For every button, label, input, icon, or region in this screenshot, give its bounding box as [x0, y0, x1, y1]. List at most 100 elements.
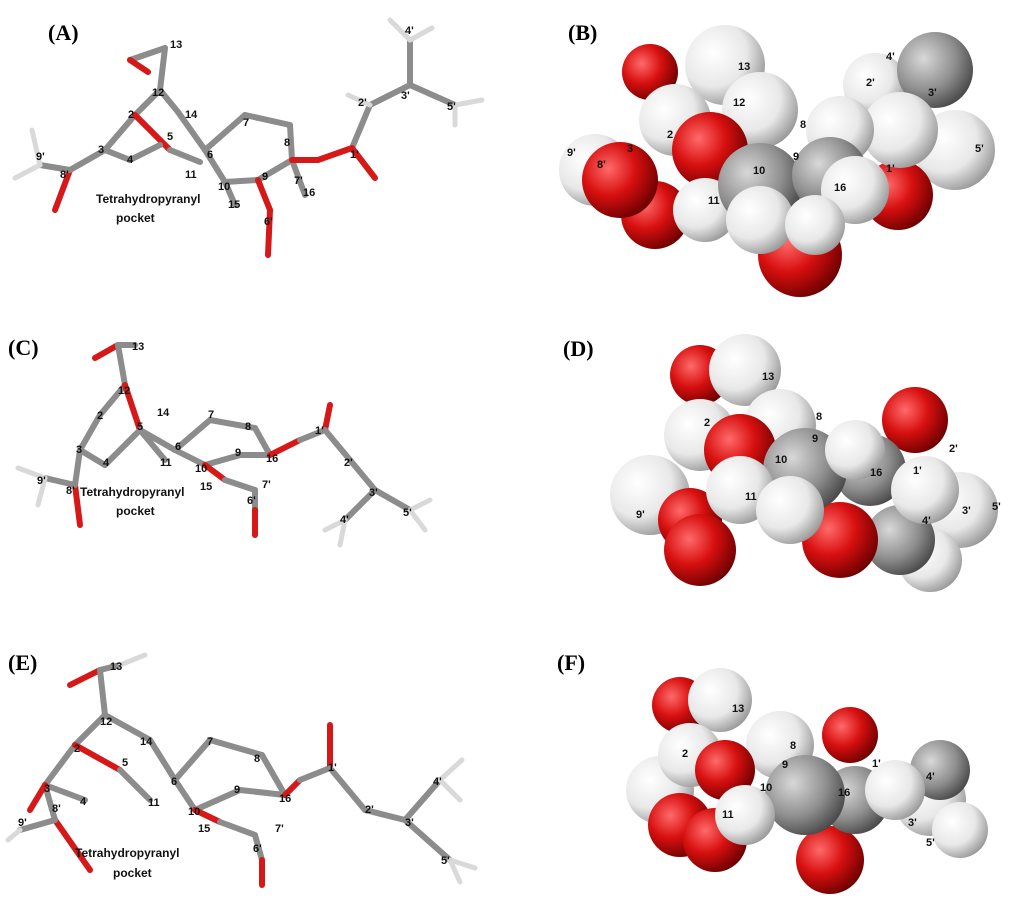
- atom-label-9p: 9': [18, 817, 27, 829]
- atom-label-5p: 5': [992, 501, 1001, 513]
- atom-label-4p: 4': [922, 515, 931, 527]
- atom-labels-d: 13 2 8 9 10 16 11 1' 2' 3' 4' 5' 9': [636, 371, 1001, 527]
- atom-label-5p: 5': [975, 143, 984, 155]
- atom-label-9p: 9': [37, 475, 46, 487]
- atom-label-2p: 2': [949, 443, 958, 455]
- atom-label-8p: 8': [60, 169, 69, 181]
- panel-label-b: (B): [568, 20, 597, 45]
- atom-label-5: 5: [137, 421, 143, 433]
- atom-label-2p: 2': [358, 97, 367, 109]
- atom-label-2p: 2': [365, 804, 374, 816]
- atom-label-12: 12: [733, 97, 745, 109]
- atom-label-6p: 6': [247, 495, 256, 507]
- atom-label-8p: 8': [52, 803, 61, 815]
- atom-label-13: 13: [738, 61, 750, 73]
- atom-label-9p: 9': [36, 151, 45, 163]
- atom-label-3p: 3': [928, 87, 937, 99]
- atom-label-8: 8: [254, 753, 260, 765]
- atom-label-16: 16: [266, 453, 278, 465]
- atom-label-10: 10: [760, 782, 772, 794]
- atom-label-2p: 2': [344, 457, 353, 469]
- atom-label-4p: 4': [433, 776, 442, 788]
- atom-label-16: 16: [870, 467, 882, 479]
- atom-label-7p: 7': [294, 175, 303, 187]
- atom-label-3p: 3': [962, 505, 971, 517]
- atom-label-1p: 1': [315, 425, 324, 437]
- atom-label-4: 4: [127, 154, 134, 166]
- pocket-label-c-line1: Tetrahydropyranyl: [80, 485, 184, 499]
- atom-label-13: 13: [732, 703, 744, 715]
- pocket-label-a-line2: pocket: [116, 211, 155, 225]
- atom-label-16: 16: [279, 793, 291, 805]
- atom-label-4p: 4': [405, 25, 414, 37]
- atom-label-3: 3: [76, 444, 82, 456]
- atom-label-3p: 3': [369, 487, 378, 499]
- atom-label-8: 8: [790, 740, 796, 752]
- atom-label-13: 13: [170, 39, 182, 51]
- atom-label-12: 12: [100, 716, 112, 728]
- atom-label-3p: 3': [401, 90, 410, 102]
- atom-label-3: 3: [44, 783, 50, 795]
- atom-label-7p: 7': [275, 823, 284, 835]
- atom-label-14: 14: [185, 109, 198, 121]
- atom-label-16: 16: [838, 787, 850, 799]
- atom-labels-f: 13 2 8 9 10 16 11 1' 4' 3' 5': [682, 703, 935, 849]
- atom-label-2: 2: [667, 129, 673, 141]
- atom-label-15: 15: [228, 199, 240, 211]
- atom-label-1p: 1': [872, 758, 881, 770]
- atom-label-9: 9: [262, 171, 268, 183]
- atom-label-5p: 5': [926, 837, 935, 849]
- atom-label-13: 13: [762, 371, 774, 383]
- atom-label-10: 10: [753, 165, 765, 177]
- atom-label-8: 8: [800, 119, 806, 131]
- atom-label-5: 5: [167, 131, 173, 143]
- atom-label-4: 4: [103, 457, 110, 469]
- atom-spheres-d: [610, 334, 998, 592]
- atom-label-5p: 5': [447, 101, 456, 113]
- atom-label-4p: 4': [926, 771, 935, 783]
- panel-label-c: (C): [8, 335, 39, 360]
- panel-label-a: (A): [48, 20, 79, 45]
- atom-label-10: 10: [195, 463, 207, 475]
- atom-label-7: 7: [208, 409, 214, 421]
- atom-label-9: 9: [235, 447, 241, 459]
- atom-label-8p: 8': [66, 485, 75, 497]
- atom-label-6: 6: [207, 149, 213, 161]
- atom-label-5p: 5': [403, 507, 412, 519]
- atom-label-2: 2: [128, 109, 134, 121]
- pocket-label-a-line1: Tetrahydropyranyl: [96, 192, 200, 206]
- atom-label-6: 6: [171, 776, 177, 788]
- atom-label-2: 2: [97, 410, 103, 422]
- atom-label-1p: 1': [350, 149, 359, 161]
- atom-labels-e: 13 12 14 2 5 3 4 6 7 8 9 10 11 15 16 1' …: [18, 661, 450, 867]
- atom-label-15: 15: [200, 481, 212, 493]
- atom-label-6p: 6': [253, 843, 262, 855]
- pocket-label-e-line1: Tetrahydropyranyl: [75, 846, 179, 860]
- atom-label-4p: 4': [340, 514, 349, 526]
- atom-label-2: 2: [682, 748, 688, 760]
- atom-label-10: 10: [188, 806, 200, 818]
- atom-label-8: 8: [816, 411, 822, 423]
- atom-label-11: 11: [185, 169, 197, 181]
- stick-bonds-c: [15, 342, 433, 548]
- panel-label-f: (F): [557, 650, 585, 675]
- atom-labels-a: 13 12 14 2 5 3 4 6 7 8 9 10 11 15 16 1' …: [36, 25, 456, 228]
- panel-label-d: (D): [563, 336, 594, 361]
- atom-label-9: 9: [793, 151, 799, 163]
- panel-d-space-filling: (D) 13 2 8 9 10: [563, 334, 1001, 592]
- atom-label-16: 16: [303, 187, 315, 199]
- atom-label-16: 16: [834, 182, 846, 194]
- atom-label-15: 15: [198, 823, 210, 835]
- atom-label-11: 11: [160, 457, 172, 469]
- atom-label-8p: 8': [597, 159, 606, 171]
- atom-label-2: 2: [704, 417, 710, 429]
- panel-c-stick-model: (C): [8, 335, 433, 548]
- pocket-label-e-line2: pocket: [113, 866, 152, 880]
- atom-labels-b: 13 12 2 3 8' 9' 8 9 10 16 11 1' 2' 3' 4'…: [567, 51, 984, 207]
- stick-bonds-a: [12, 17, 485, 258]
- atom-label-5p: 5': [441, 855, 450, 867]
- atom-label-2p: 2': [866, 77, 875, 89]
- atom-label-4p: 4': [886, 51, 895, 63]
- atom-label-9: 9: [782, 759, 788, 771]
